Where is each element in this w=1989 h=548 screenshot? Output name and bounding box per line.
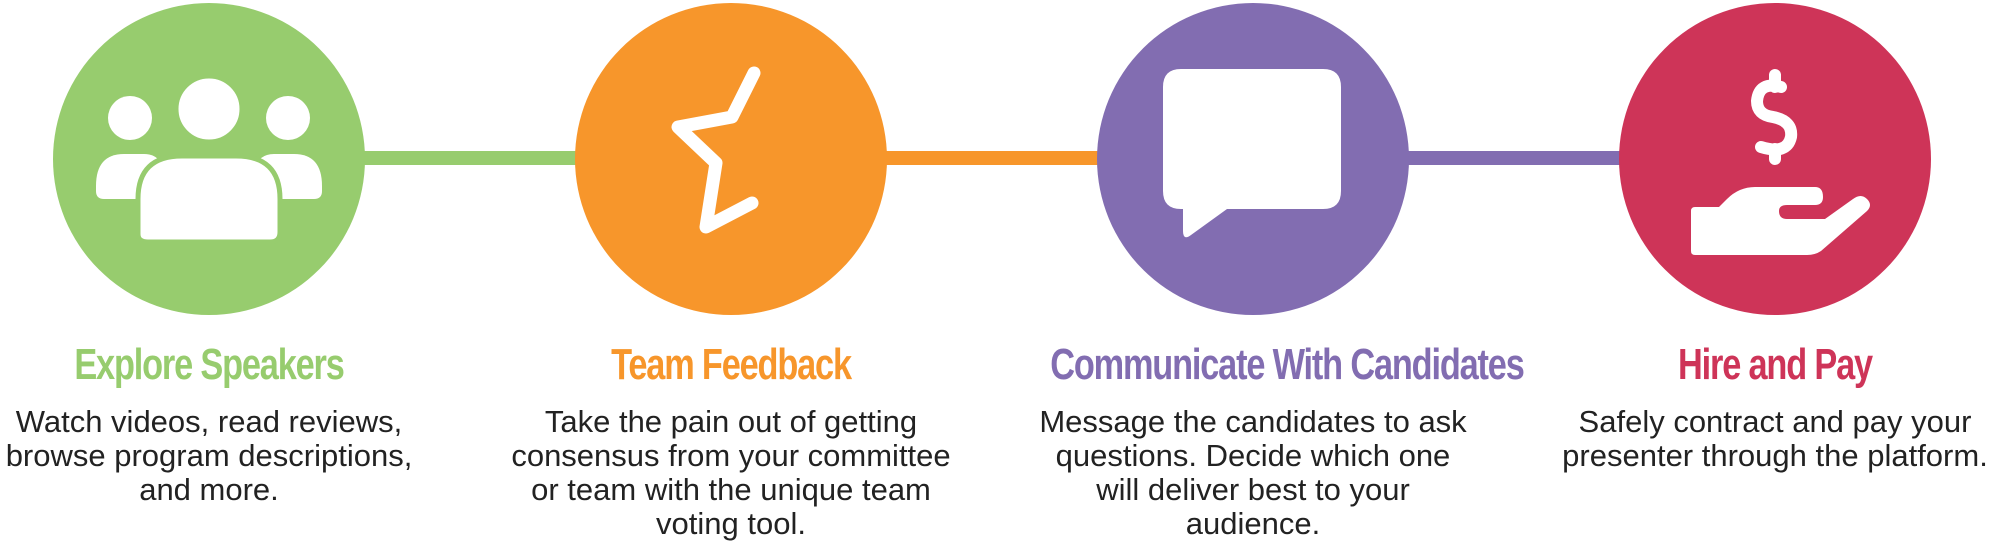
explore-speakers-circle [53,3,365,315]
team-feedback-circle [575,3,887,315]
users-group-icon [94,74,324,244]
hire-pay-circle [1619,3,1931,315]
step-title: Team Feedback [611,340,852,389]
connector-explore-feedback [360,151,585,165]
step-description: Take the pain out of getting consensus f… [511,404,951,541]
connector-feedback-communicate [880,151,1105,165]
step-description: Safely contract and pay your presenter t… [1562,404,1988,473]
half-star-icon [646,59,816,259]
dollar-hand-icon [1675,59,1875,259]
communicate-candidates-circle [1097,3,1409,315]
chat-bubble-icon [1163,69,1343,249]
step-title: Communicate With Candidates [1050,340,1525,389]
step-description: Watch videos, read reviews, browse progr… [5,404,413,507]
step-description: Message the candidates to ask questions.… [1039,404,1467,541]
connector-communicate-hire [1400,151,1625,165]
step-title: Hire and Pay [1678,340,1873,389]
step-title: Explore Speakers [74,340,345,389]
